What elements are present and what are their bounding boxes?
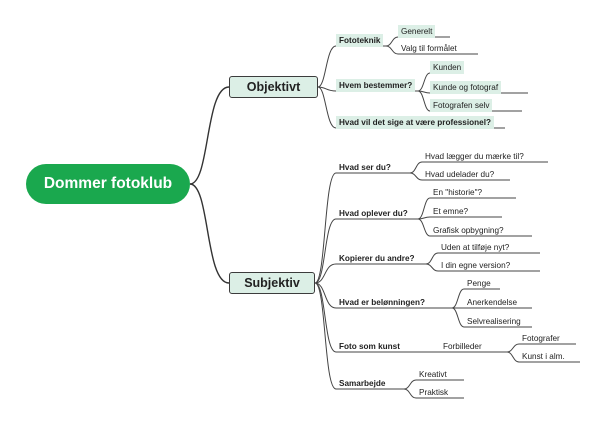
topic-foto-som-kunst[interactable]: Foto som kunst <box>339 342 400 351</box>
topic-hvad-er-beloenningen[interactable]: Hvad er belønningen? <box>339 298 425 307</box>
leaf-generelt[interactable]: Generelt <box>398 25 436 38</box>
leaf-fotografen-selv[interactable]: Fotografen selv <box>430 99 493 112</box>
leaf-anerkendelse[interactable]: Anerkendelse <box>467 298 518 307</box>
root-topic[interactable]: Dommer fotoklub <box>26 164 190 204</box>
leaf-fotografer[interactable]: Fotografer <box>522 334 560 343</box>
leaf-valg-til-formaalet[interactable]: Valg til formålet <box>401 44 457 53</box>
leaf-kunden[interactable]: Kunden <box>430 61 465 74</box>
topic-hvem-bestemmer[interactable]: Hvem bestemmer? <box>336 79 416 92</box>
leaf-et-emne[interactable]: Et emne? <box>433 207 469 216</box>
leaf-kunde-og-fotograf[interactable]: Kunde og fotograf <box>430 81 502 94</box>
leaf-hvad-laegger-du-maerke-til[interactable]: Hvad lægger du mærke til? <box>425 152 524 161</box>
topic-professionel[interactable]: Hvad vil det sige at være professionel? <box>336 116 494 129</box>
main-topic-subjektiv[interactable]: Subjektiv <box>229 272 315 294</box>
leaf-selvrealisering[interactable]: Selvrealisering <box>467 317 521 326</box>
topic-samarbejde[interactable]: Samarbejde <box>339 379 386 388</box>
topic-kopierer-du-andre[interactable]: Kopierer du andre? <box>339 254 415 263</box>
topic-forbilleder[interactable]: Forbilleder <box>443 342 482 351</box>
leaf-en-historie[interactable]: En "historie"? <box>433 188 483 197</box>
leaf-praktisk[interactable]: Praktisk <box>419 388 449 397</box>
leaf-grafisk-opbygning[interactable]: Grafisk opbygning? <box>433 226 504 235</box>
topic-hvad-oplever-du[interactable]: Hvad oplever du? <box>339 209 408 218</box>
leaf-uden-at-tilfoeje-nyt[interactable]: Uden at tilføje nyt? <box>441 243 510 252</box>
topic-fototeknik[interactable]: Fototeknik <box>336 34 384 47</box>
topic-hvad-ser-du[interactable]: Hvad ser du? <box>339 163 391 172</box>
leaf-kunst-i-alm[interactable]: Kunst i alm. <box>522 352 565 361</box>
leaf-kreativt[interactable]: Kreativt <box>419 370 447 379</box>
leaf-hvad-udelader-du[interactable]: Hvad udelader du? <box>425 170 495 179</box>
leaf-penge[interactable]: Penge <box>467 279 491 288</box>
leaf-i-din-egne-version[interactable]: I din egne version? <box>441 261 511 270</box>
main-topic-objektivt[interactable]: Objektivt <box>229 76 318 98</box>
